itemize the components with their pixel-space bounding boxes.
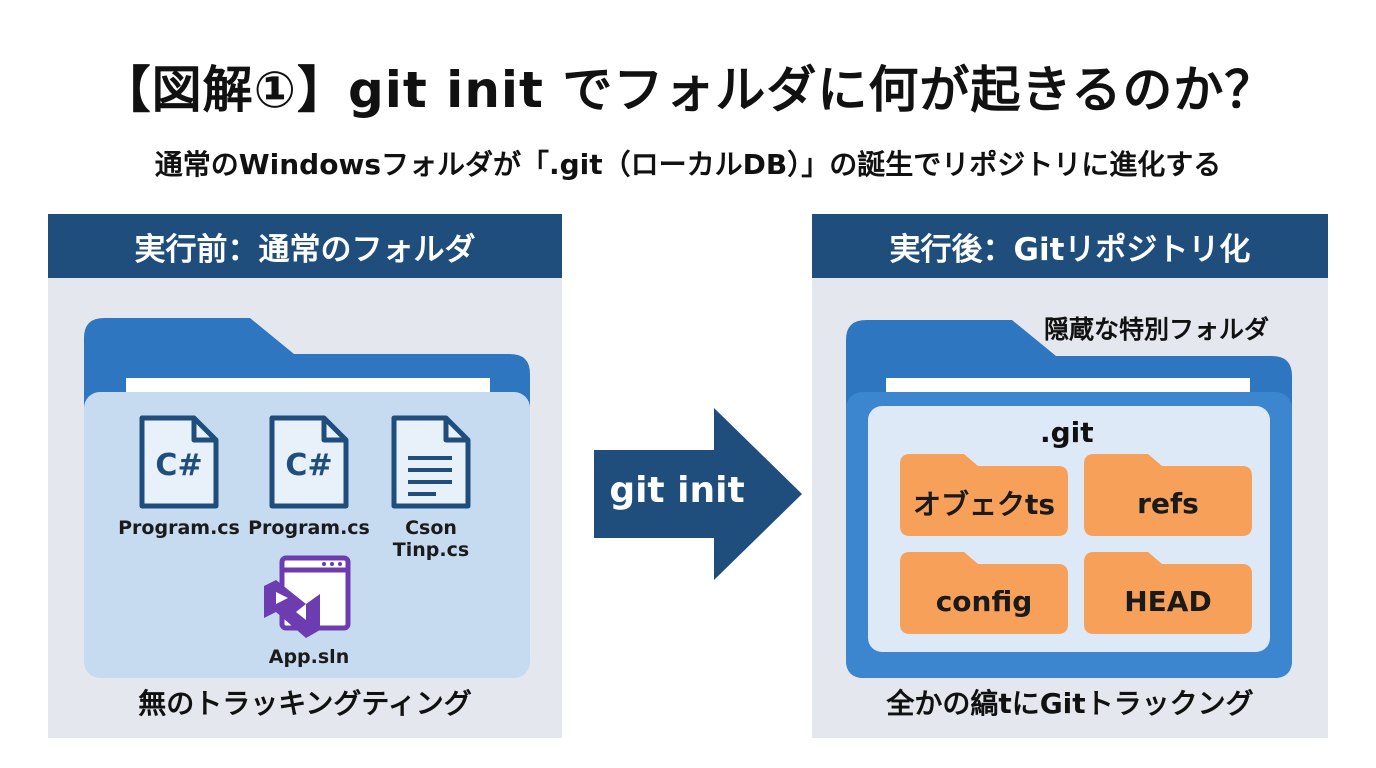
subfolder-config: config — [900, 552, 1068, 634]
subfolder-label: config — [935, 584, 1033, 618]
right-arrow-icon — [594, 408, 802, 580]
subfolder-objects: オブェクts — [900, 454, 1068, 536]
subfolder-label: オブェクts — [912, 488, 1056, 521]
subfolder-head: HEAD — [1084, 552, 1252, 634]
before-panel-header: 実行前：通常のフォルダ — [48, 214, 562, 278]
before-panel-caption: 無のトラッキングティング — [138, 687, 472, 720]
git-folder-name: .git — [1040, 416, 1094, 449]
page-title: 【図解①】git init でフォルダに何が起きるのか？ — [100, 61, 1276, 119]
text-file-icon — [390, 414, 472, 510]
csharp-glyph: C# — [285, 448, 333, 483]
csharp-file-icon: C# — [138, 414, 220, 510]
hidden-folder-label: 隠蔵な特別フォルダ — [1044, 315, 1270, 344]
before-panel: 実行前：通常のフォルダ C# Program.cs C# Program.cs — [48, 214, 562, 738]
csharp-glyph: C# — [155, 448, 203, 483]
after-panel: 実行後：Gitリポジトリ化 隠蔵な特別フォルダ .git オブェクts refs… — [812, 214, 1328, 738]
subfolder-refs: refs — [1084, 454, 1252, 536]
csharp-file-icon: C# — [268, 414, 350, 510]
page-subtitle: 通常のWindowsフォルダが「.git（ローカルDB）」の誕生でリポジトリに進… — [154, 148, 1222, 181]
file-name: Program.cs — [248, 517, 370, 539]
after-panel-header: 実行後：Gitリポジトリ化 — [812, 214, 1328, 278]
file-name: App.sln — [268, 646, 350, 668]
subfolder-label: refs — [1137, 486, 1199, 520]
file-name: Cson Tinp.cs — [392, 517, 470, 561]
file-name: Program.cs — [118, 517, 240, 539]
visual-studio-icon — [262, 554, 354, 638]
subfolder-label: HEAD — [1124, 584, 1212, 618]
after-panel-caption: 全かの縞tにGitトラックング — [886, 687, 1254, 720]
command-label: git init — [609, 470, 745, 511]
